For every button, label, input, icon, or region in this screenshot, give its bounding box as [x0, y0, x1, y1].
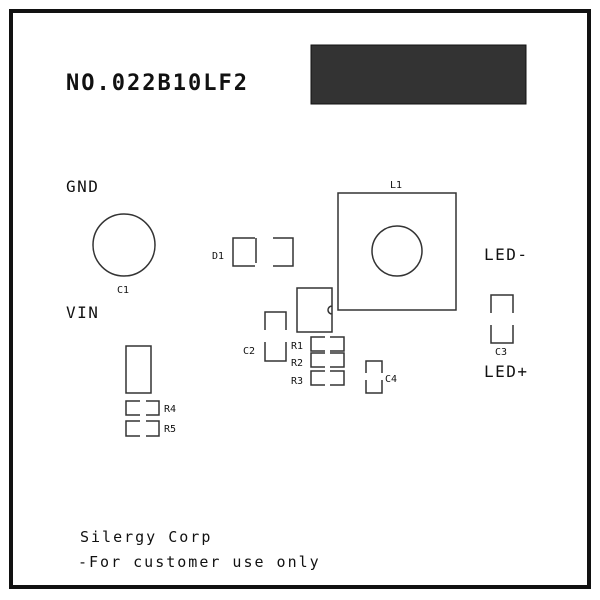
c4-label: C4: [385, 374, 397, 385]
d1-label: D1: [212, 251, 224, 262]
c2-label: C2: [243, 346, 255, 357]
c4-footprint: [365, 360, 383, 394]
l1-label: L1: [390, 180, 402, 191]
r4-label: R4: [164, 404, 176, 415]
c1-footprint: [92, 213, 156, 277]
c3-footprint: [490, 294, 514, 344]
d1-footprint: [232, 237, 294, 267]
part-number: NO.022B10LF2: [66, 71, 249, 96]
r5-label: R5: [164, 424, 176, 435]
r1-r3-footprints: [310, 336, 345, 386]
r5-footprint: [125, 420, 160, 437]
vin-label: VIN: [66, 303, 99, 322]
footer-notice: -For customer use only: [78, 553, 321, 571]
connector-footprint: [125, 345, 152, 394]
gnd-label: GND: [66, 177, 99, 196]
l1-footprint: [337, 192, 457, 311]
c2-footprint: [264, 311, 287, 362]
led-minus-label: LED-: [484, 245, 529, 264]
r2-label: R2: [291, 358, 303, 369]
label-block: [310, 44, 527, 105]
footer-company: Silergy Corp: [80, 528, 212, 546]
ic-footprint: [296, 287, 333, 333]
led-plus-label: LED+: [484, 362, 529, 381]
board-outline: [9, 9, 591, 589]
r3-label: R3: [291, 376, 303, 387]
c3-label: C3: [495, 347, 507, 358]
r1-label: R1: [291, 341, 303, 352]
r4-footprint: [125, 400, 160, 416]
c1-label: C1: [117, 285, 129, 296]
l1-core: [371, 225, 423, 277]
